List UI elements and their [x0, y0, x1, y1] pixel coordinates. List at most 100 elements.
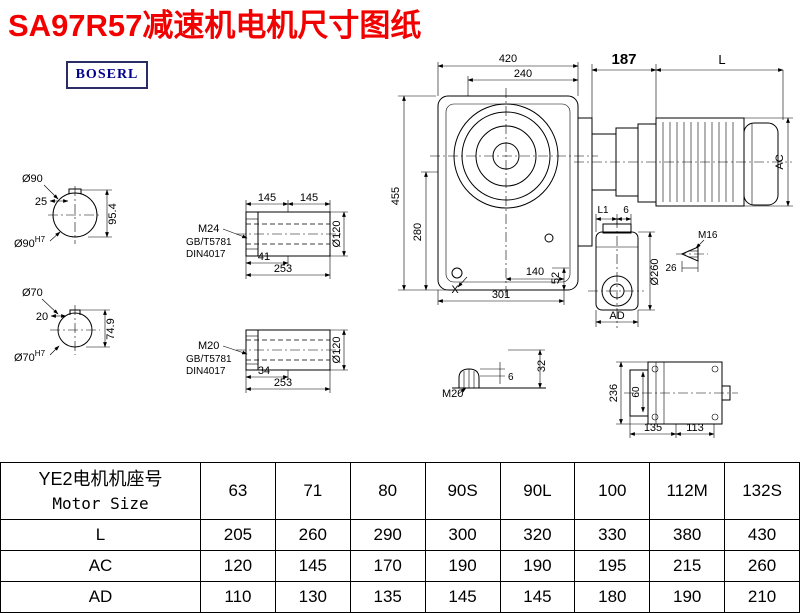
- dim-60: 60: [631, 386, 642, 398]
- table-header-motor-size: YE2电机机座号 Motor Size: [0, 462, 201, 520]
- cell: 215: [649, 550, 726, 582]
- column-header-90s: 90S: [424, 462, 501, 520]
- label-dia70h7: Ø70H7: [14, 349, 46, 364]
- label-std1-b: GB/T5781: [186, 354, 232, 365]
- cell: 135: [349, 581, 426, 613]
- row-label-L: L: [0, 519, 201, 551]
- dim-34: 34: [258, 365, 270, 377]
- cell: 145: [274, 550, 351, 582]
- cell: 195: [574, 550, 651, 582]
- dim-240: 240: [514, 68, 532, 80]
- dim-145-a: 145: [258, 192, 276, 204]
- label-dia90: Ø90: [22, 173, 43, 185]
- dim-135: 135: [644, 422, 662, 434]
- shaft-detail-m20: Ø120 M20 GB/T5781 DIN4017 34 253: [186, 329, 348, 393]
- dim-236: 236: [608, 384, 620, 402]
- cell: 145: [499, 581, 576, 613]
- column-header-63: 63: [200, 462, 276, 520]
- dim-113: 113: [686, 422, 704, 434]
- label-m24: M24: [198, 223, 219, 235]
- cell: 320: [499, 519, 576, 551]
- label-std1-a: GB/T5781: [186, 237, 232, 248]
- label-dia90h7: Ø90H7: [14, 235, 46, 250]
- cell: 180: [574, 581, 651, 613]
- page-title: SA97R57减速机电机尺寸图纸: [8, 8, 422, 43]
- column-header-112m: 112M: [649, 462, 726, 520]
- cell: 145: [424, 581, 501, 613]
- cell: 110: [200, 581, 276, 613]
- motor-top-view: 236 60 135 113: [608, 361, 738, 438]
- cell: 430: [724, 519, 800, 551]
- label-std2-a: DIN4017: [186, 249, 226, 260]
- technical-drawing: 420 240 455 280 52 140 301: [14, 51, 793, 438]
- motor-dimension-table: YE2电机机座号 Motor Size 63 71 80 90S 90L 100…: [0, 462, 800, 613]
- dim-140: 140: [526, 266, 544, 278]
- dim-32: 32: [536, 360, 548, 372]
- output-side-view: L1 6 Ø260 AD M16 26: [588, 205, 718, 328]
- shaft-detail-m24: 145 145 Ø120 M24 GB/T5781 DIN4017 41 253: [186, 192, 348, 279]
- column-header-80: 80: [349, 462, 426, 520]
- brand-logo-text: BOSERL: [75, 67, 139, 82]
- dim-280: 280: [412, 223, 424, 241]
- shaft-end-view-70: 74.9 20 Ø70 Ø70H7: [14, 287, 117, 364]
- column-header-100: 100: [574, 462, 651, 520]
- dim-301: 301: [492, 289, 510, 301]
- dim-dia260: Ø260: [649, 259, 661, 286]
- dim-AC: AC: [774, 154, 786, 169]
- dim-L1: L1: [597, 205, 609, 216]
- column-header-90l: 90L: [499, 462, 576, 520]
- cell: 170: [349, 550, 426, 582]
- cell: 130: [274, 581, 351, 613]
- dim-187: 187: [611, 51, 636, 68]
- cell: 205: [200, 519, 276, 551]
- breather-plug-view: M20 6 32: [442, 349, 548, 400]
- motor-side-view: 187 L AC: [574, 51, 793, 247]
- row-label-AD: AD: [0, 581, 201, 613]
- cell: 380: [649, 519, 726, 551]
- table-row-AC: AC 120 145 170 190 190 195 215 260: [0, 550, 800, 582]
- cell: 290: [349, 519, 426, 551]
- table-header-en: Motor Size: [52, 494, 149, 513]
- label-dia70: Ø70: [22, 287, 43, 299]
- dim-6-side: 6: [623, 205, 629, 216]
- dim-25: 25: [35, 196, 47, 208]
- dim-455: 455: [390, 187, 402, 205]
- dim-L: L: [718, 52, 725, 67]
- column-header-71: 71: [274, 462, 351, 520]
- main-front-view: 420 240 455 280 52 140 301: [390, 53, 598, 305]
- dim-52: 52: [550, 272, 562, 284]
- cell: 330: [574, 519, 651, 551]
- row-label-AC: AC: [0, 550, 201, 582]
- cell: 260: [274, 519, 351, 551]
- cell: 300: [424, 519, 501, 551]
- brand-logo: BOSERL: [66, 61, 148, 89]
- cell: 190: [424, 550, 501, 582]
- table-header-cn: YE2电机机座号: [38, 469, 163, 489]
- label-m20-a: M20: [198, 340, 219, 352]
- dim-dia120-b: Ø120: [331, 337, 343, 364]
- label-m16: M16: [698, 230, 718, 241]
- dim-20: 20: [36, 311, 48, 323]
- cell: 120: [200, 550, 276, 582]
- shaft-end-view-90: 95.4 25 Ø90 Ø90H7: [14, 173, 119, 250]
- dim-95-4: 95.4: [107, 203, 119, 224]
- dim-253-a: 253: [274, 263, 292, 275]
- cell: 190: [499, 550, 576, 582]
- dim-6-plug: 6: [508, 372, 514, 383]
- label-m20-b: M20: [442, 388, 463, 400]
- dim-145-b: 145: [300, 192, 318, 204]
- dim-41: 41: [258, 251, 270, 263]
- dim-dia120-a: Ø120: [331, 221, 343, 248]
- cell: 190: [649, 581, 726, 613]
- dim-420: 420: [499, 53, 517, 65]
- label-std2-b: DIN4017: [186, 366, 226, 377]
- cell: 210: [724, 581, 800, 613]
- table-row-AD: AD 110 130 135 145 145 180 190 210: [0, 581, 800, 613]
- cell: 260: [724, 550, 800, 582]
- dim-AD: AD: [609, 310, 624, 322]
- label-x: X: [451, 284, 459, 296]
- column-header-132s: 132S: [724, 462, 800, 520]
- dim-26: 26: [665, 263, 677, 274]
- dim-74-9: 74.9: [105, 318, 117, 339]
